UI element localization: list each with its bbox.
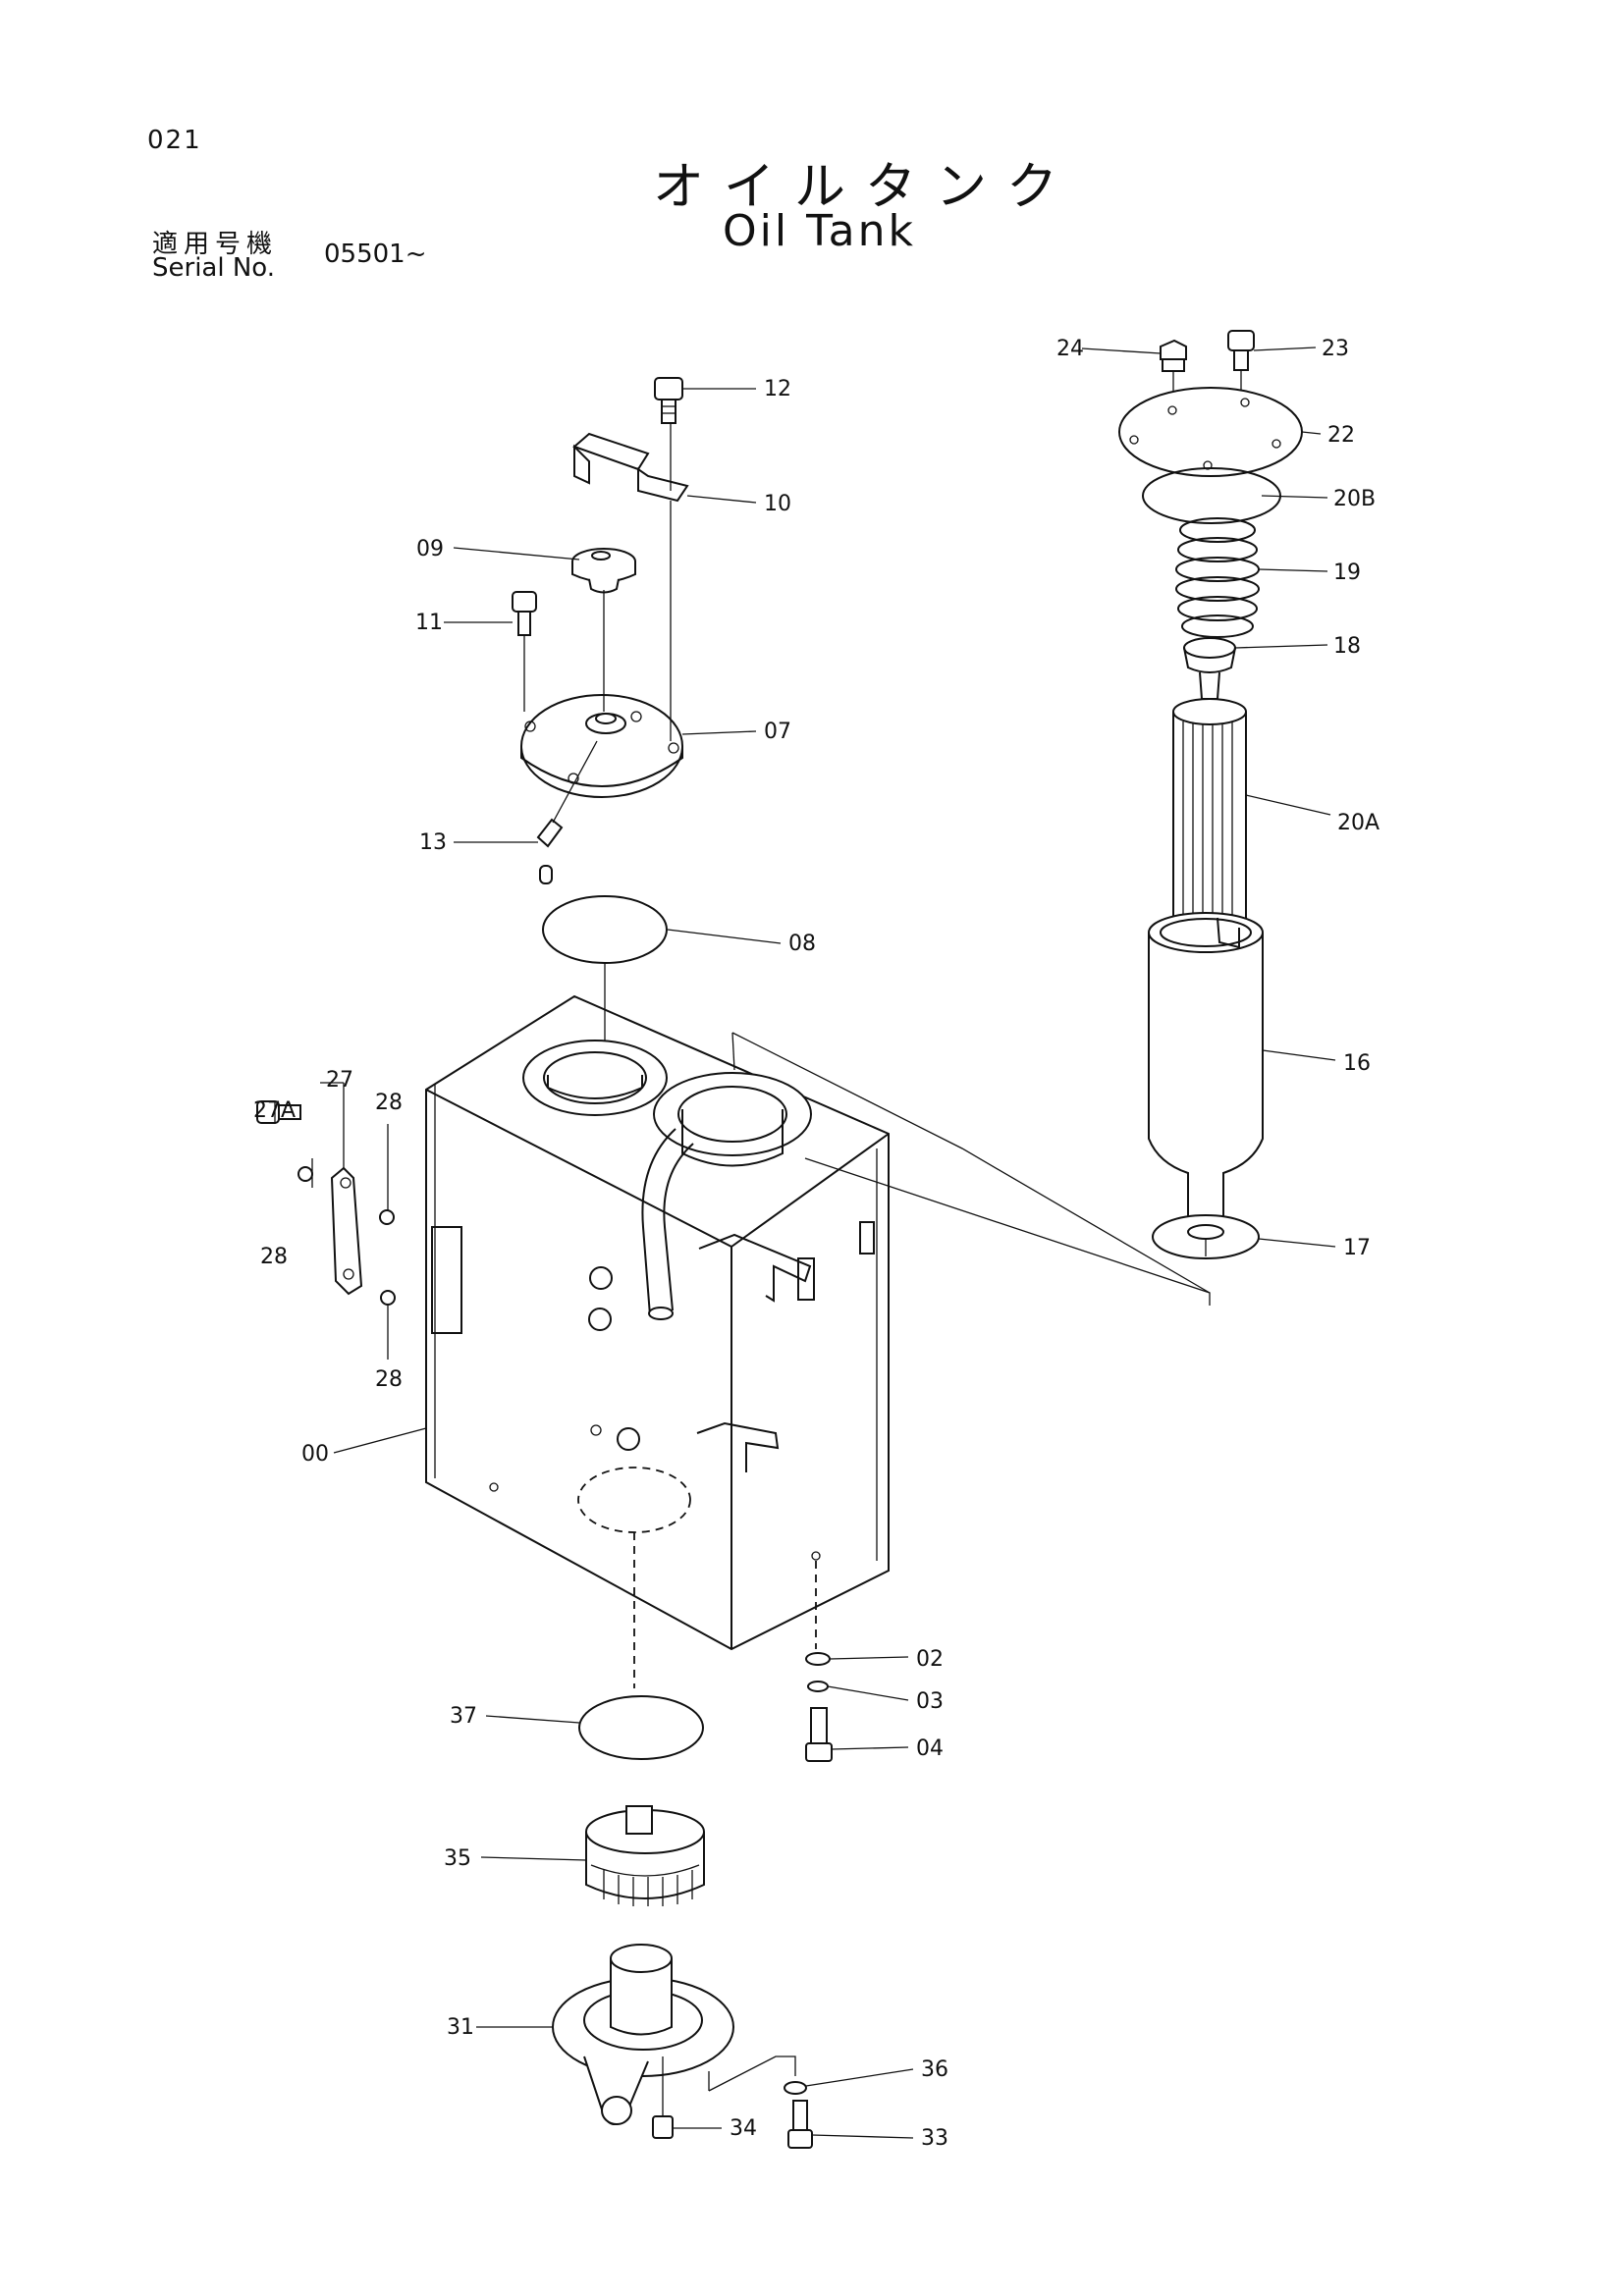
callout-12: 12 — [764, 377, 791, 401]
part-04-bolt[interactable] — [805, 1707, 833, 1762]
callout-23: 23 — [1322, 337, 1349, 361]
part-09-cap[interactable] — [571, 548, 636, 594]
callout-03: 03 — [916, 1689, 944, 1714]
part-37-gasket[interactable] — [578, 1695, 704, 1760]
callout-28-bottom: 28 — [375, 1367, 403, 1392]
callout-35: 33 — [921, 2126, 948, 2151]
part-12-bolt[interactable] — [654, 377, 683, 424]
part-22-cover[interactable] — [1118, 387, 1303, 477]
part-10-bracket[interactable] — [572, 423, 689, 503]
part-20A-element[interactable] — [1172, 698, 1247, 932]
part-08-gasket[interactable] — [542, 895, 668, 964]
part-27A-bolt[interactable] — [256, 1100, 301, 1124]
part-16-case[interactable] — [1148, 912, 1264, 1227]
part-18-valve[interactable] — [1183, 637, 1236, 700]
serial-label-japanese: 適用号機 — [152, 230, 279, 259]
part-17-flange[interactable] — [1152, 1214, 1260, 1259]
callout-04: 04 — [916, 1736, 944, 1761]
callout-07: 07 — [764, 720, 791, 744]
part-23-bolt[interactable] — [1227, 330, 1255, 402]
callout-22: 22 — [1327, 423, 1355, 448]
serial-label-english: Serial No. — [152, 253, 275, 283]
part-07-cover-plate[interactable] — [520, 501, 683, 798]
part-00-oil-tank[interactable] — [425, 994, 1211, 1688]
serial-value: 05501~ — [324, 240, 427, 269]
callout-19: 19 — [1333, 561, 1361, 585]
part-13-plug[interactable] — [536, 740, 598, 884]
callout-36: 36 — [921, 2057, 948, 2082]
part-35-bolt[interactable] — [787, 2100, 813, 2149]
callout-18: 18 — [1333, 634, 1361, 659]
callout-24: 24 — [1056, 337, 1084, 361]
part-31-housing[interactable] — [552, 1944, 796, 2125]
callout-10: 10 — [764, 492, 791, 516]
part-24-plug[interactable] — [1160, 339, 1187, 412]
part-27-bracket[interactable] — [320, 1082, 363, 1296]
callout-34: 34 — [730, 2116, 757, 2141]
part-34-plug[interactable] — [652, 2056, 674, 2139]
part-33-strainer[interactable] — [585, 1805, 705, 1906]
callout-33: 35 — [444, 1846, 471, 1871]
callout-20B: 20B — [1333, 487, 1376, 511]
callout-20A: 20A — [1337, 811, 1380, 835]
part-36-washer[interactable] — [784, 2081, 807, 2095]
part-02-washer[interactable] — [805, 1652, 831, 1666]
leader-lines — [274, 347, 1336, 2139]
part-03-lock-washer[interactable] — [807, 1681, 829, 1692]
callout-02: 02 — [916, 1647, 944, 1672]
callout-00: 00 — [301, 1442, 329, 1467]
callout-16: 16 — [1343, 1051, 1371, 1076]
callout-31: 31 — [447, 2015, 474, 2040]
callout-37: 37 — [450, 1704, 477, 1729]
callout-28-left: 28 — [260, 1245, 288, 1269]
callout-28-top: 28 — [375, 1091, 403, 1115]
callout-08: 08 — [788, 932, 816, 956]
callout-13: 13 — [419, 830, 447, 855]
callout-11: 11 — [415, 611, 443, 635]
callout-27: 27 — [326, 1068, 353, 1093]
callout-17: 17 — [1343, 1236, 1371, 1260]
title-english: Oil Tank — [723, 206, 916, 256]
page-number: 021 — [147, 126, 202, 155]
part-11-bolt[interactable] — [512, 591, 537, 712]
title-japanese: オイルタンク — [653, 158, 1078, 217]
part-28-washers[interactable] — [298, 1166, 396, 1306]
callout-27A: 27A — [253, 1098, 296, 1123]
callout-09: 09 — [416, 537, 444, 561]
part-19-spring[interactable] — [1175, 517, 1260, 638]
